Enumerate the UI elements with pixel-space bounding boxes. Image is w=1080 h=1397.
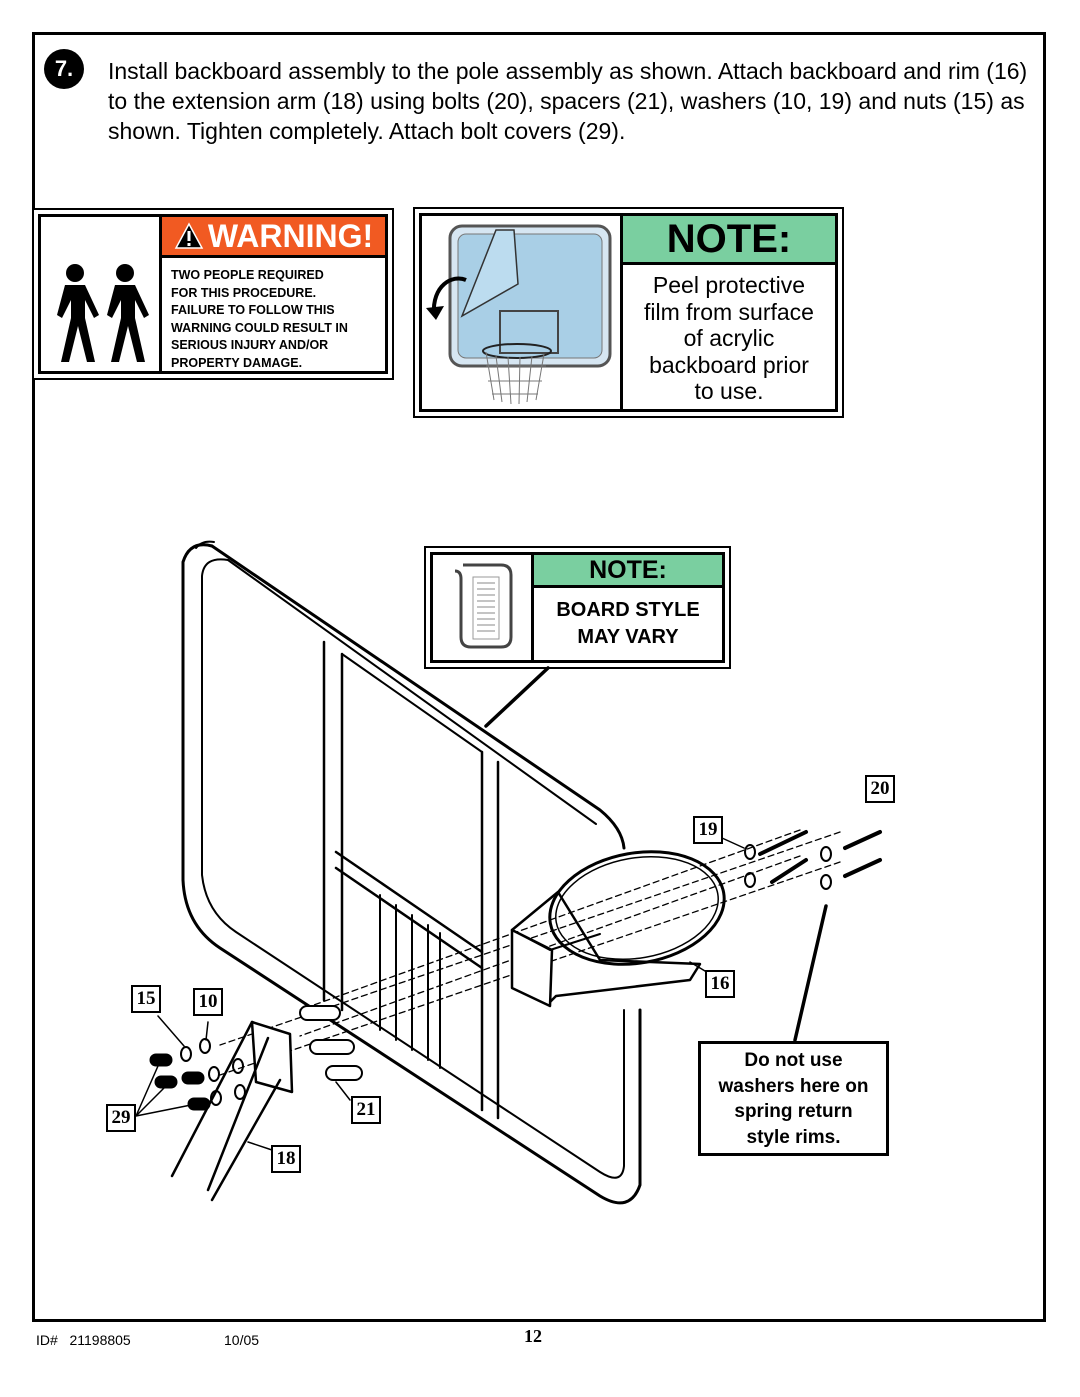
part-label-16: 16: [705, 970, 735, 998]
part-label-29: 29: [106, 1104, 136, 1132]
note-peel-film-box: NOTE: Peel protective film from surface …: [413, 207, 844, 418]
caution-line: washers here on: [718, 1075, 869, 1097]
page-number: 12: [524, 1326, 542, 1346]
part-label-21: 21: [351, 1096, 381, 1124]
warning-line: PROPERTY DAMAGE.: [171, 355, 303, 370]
note-line: MAY VARY: [577, 626, 679, 648]
warning-title: WARNING!: [207, 217, 374, 254]
step-instructions: Install backboard assembly to the pole a…: [108, 58, 1028, 144]
note-peel-film-header: NOTE:: [623, 216, 835, 265]
caution-line: spring return: [734, 1101, 853, 1122]
warning-triangle-icon: [174, 222, 204, 249]
note-line: BOARD STYLE: [556, 599, 700, 621]
note-board-style-header: NOTE:: [534, 555, 722, 588]
footer-id-label: ID#: [36, 1332, 58, 1348]
note-board-style-text: BOARD STYLE MAY VARY: [534, 597, 722, 651]
board-corner-illustration: [433, 555, 534, 660]
caution-line: style rims.: [746, 1126, 841, 1148]
note-board-style-box: NOTE: BOARD STYLE MAY VARY: [424, 546, 731, 669]
warning-line: SERIOUS INJURY AND/OR: [171, 338, 329, 353]
part-label-10: 10: [193, 988, 223, 1016]
footer-id: ID# 21198805: [36, 1332, 131, 1348]
warning-line: TWO PEOPLE REQUIRED: [171, 268, 324, 282]
footer-id-number: 21198805: [69, 1332, 131, 1348]
note-line: film from surface: [644, 298, 814, 325]
warning-line: FOR THIS PROCEDURE.: [171, 285, 317, 300]
caution-line: Do not use: [744, 1050, 843, 1071]
page-frame: [32, 32, 1046, 1322]
note-line: backboard prior: [649, 351, 809, 378]
warning-line: FAILURE TO FOLLOW THIS: [171, 303, 335, 318]
part-label-15: 15: [131, 985, 161, 1013]
part-label-18: 18: [271, 1145, 301, 1173]
part-label-20: 20: [865, 775, 895, 803]
warning-line: WARNING COULD RESULT IN: [171, 320, 348, 335]
warning-box: WARNING! TWO PEOPLE REQUIRED FOR THIS PR…: [32, 208, 394, 380]
warning-header: WARNING!: [162, 217, 385, 258]
note-line: to use.: [694, 378, 764, 404]
note-peel-film-text: Peel protective film from surface of acr…: [623, 272, 835, 405]
footer-date: 10/05: [224, 1332, 260, 1348]
note-line: Peel protective: [652, 272, 806, 298]
step-number-badge: 7.: [44, 49, 84, 89]
caution-washers-box: Do not use washers here on spring return…: [698, 1041, 889, 1156]
backboard-film-illustration: [422, 216, 623, 409]
two-people-icon: [41, 217, 162, 371]
warning-text: TWO PEOPLE REQUIRED FOR THIS PROCEDURE. …: [171, 267, 379, 373]
note-line: of acrylic: [683, 325, 775, 351]
part-label-19: 19: [693, 816, 723, 844]
